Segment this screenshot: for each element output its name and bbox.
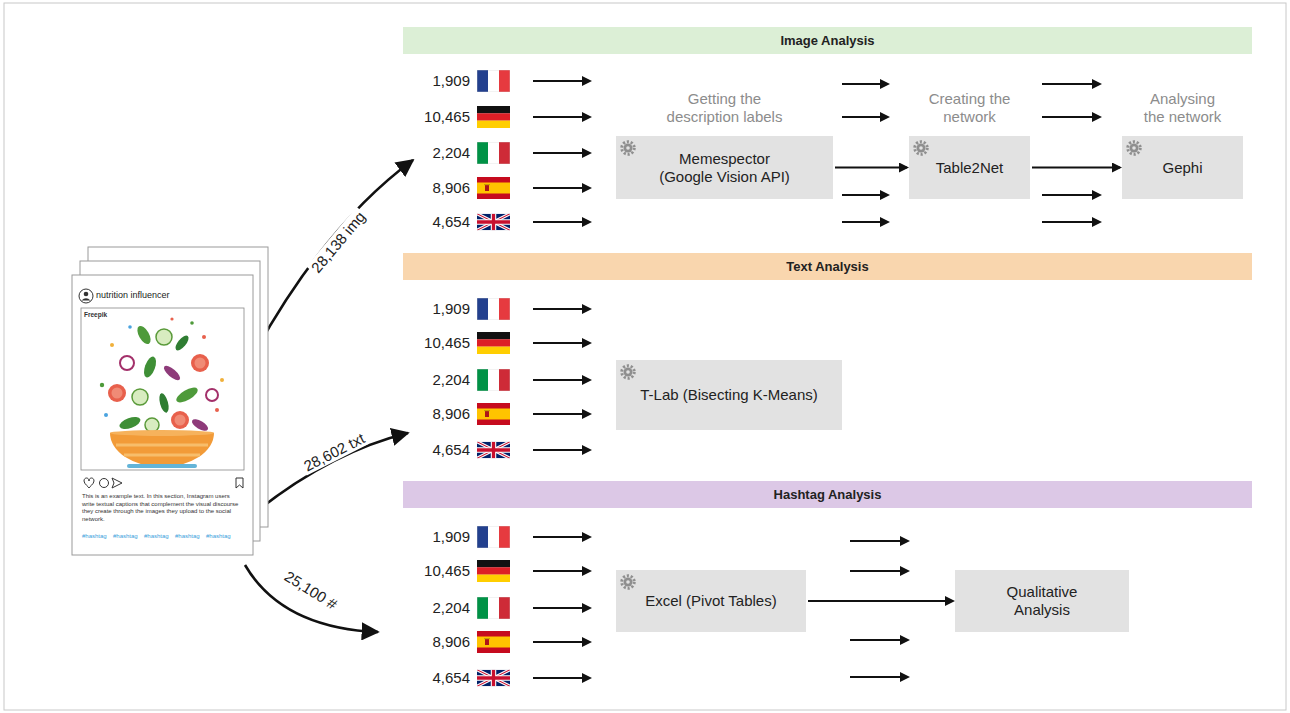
step-heading-text: Creating the network	[928, 90, 1012, 126]
hashtag: #hashtag	[206, 533, 231, 539]
country-count: 1,909	[432, 300, 470, 317]
tool-box: Qualitative Analysis	[955, 570, 1129, 632]
country-count: 8,906	[432, 405, 470, 422]
tool-box-fill: Qualitative Analysis	[955, 570, 1129, 632]
step-heading: Creating the network	[909, 80, 1030, 136]
country-count: 2,204	[432, 599, 470, 616]
tool-box: Getting the description labelsMemespecto…	[616, 80, 833, 199]
section-band: Hashtag Analysis	[403, 481, 1252, 508]
count-label: 25,100 #	[280, 566, 342, 613]
step-heading-text: Analysing the network	[1139, 90, 1227, 126]
country-count: 10,465	[424, 108, 470, 125]
count-label: 28,138 img	[306, 207, 369, 278]
tool-box-fill: Table2Net	[909, 136, 1030, 199]
country-count: 4,654	[432, 441, 470, 458]
tool-name: Memespector (Google Vision API)	[655, 150, 795, 186]
flow-arrow	[1032, 167, 1120, 169]
hashtag: #hashtag	[82, 533, 107, 539]
country-count: 8,906	[432, 633, 470, 650]
section-band: Text Analysis	[403, 253, 1252, 280]
country-count: 4,654	[432, 669, 470, 686]
country-count: 2,204	[432, 144, 470, 161]
tool-name: Gephi	[1162, 159, 1202, 177]
tool-box-fill: Excel (Pivot Tables)	[616, 570, 806, 632]
hashtag: #hashtag	[175, 533, 200, 539]
caption-text: This is an example text. In this section…	[82, 493, 244, 523]
band-title: Hashtag Analysis	[774, 487, 882, 502]
country-count: 10,465	[424, 562, 470, 579]
step-heading-text: Getting the description labels	[660, 90, 790, 126]
instagram-post: nutrition influencerFreepikThis is an ex…	[72, 275, 253, 555]
tool-box-fill: Memespector (Google Vision API)	[616, 136, 833, 199]
country-count: 4,654	[432, 213, 470, 230]
tool-box-fill: Gephi	[1122, 136, 1243, 199]
tool-name: Table2Net	[936, 159, 1004, 177]
hashtag: #hashtag	[144, 533, 169, 539]
flow-arrow	[835, 167, 907, 169]
step-heading: Analysing the network	[1122, 80, 1243, 136]
tool-box: T-Lab (Bisecting K-Means)	[616, 360, 842, 430]
country-count: 1,909	[432, 528, 470, 545]
tool-name: T-Lab (Bisecting K-Means)	[640, 386, 818, 404]
tool-name: Excel (Pivot Tables)	[645, 592, 776, 610]
country-count: 10,465	[424, 334, 470, 351]
country-count: 1,909	[432, 72, 470, 89]
credit-label: Freepik	[84, 311, 107, 318]
tool-name: Qualitative Analysis	[992, 583, 1092, 619]
section-band: Image Analysis	[403, 27, 1252, 54]
country-count: 2,204	[432, 371, 470, 388]
username: nutrition influencer	[96, 290, 170, 300]
count-label: 28,602 txt	[299, 429, 369, 476]
tool-box-fill: T-Lab (Bisecting K-Means)	[616, 360, 842, 430]
step-heading: Getting the description labels	[616, 80, 833, 136]
tool-box: Excel (Pivot Tables)	[616, 570, 806, 632]
hashtag: #hashtag	[113, 533, 138, 539]
tool-box: Analysing the networkGephi	[1122, 80, 1243, 199]
tool-box: Creating the networkTable2Net	[909, 80, 1030, 199]
flow-arrow	[808, 600, 953, 602]
band-title: Text Analysis	[786, 259, 868, 274]
band-title: Image Analysis	[780, 33, 874, 48]
country-count: 8,906	[432, 179, 470, 196]
